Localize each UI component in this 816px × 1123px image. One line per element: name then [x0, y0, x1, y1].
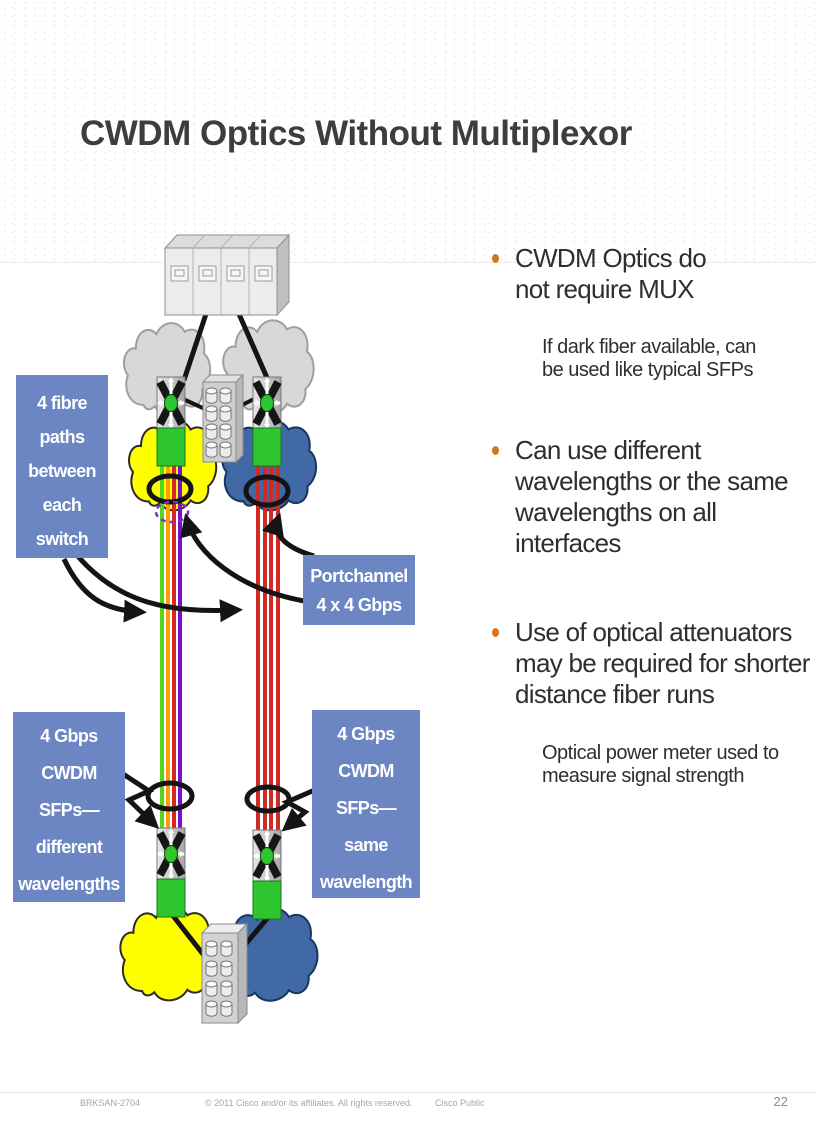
arrow-portchannel-to-right-ellipse: [262, 512, 315, 559]
bullet-subtext: If dark fiber available, can be used lik…: [542, 336, 756, 381]
ellipse-annotation-top-right: [243, 474, 291, 508]
bullet-text: CWDM Optics do not require MUX: [515, 243, 707, 304]
fiber-bundle-same-wavelength: [256, 462, 280, 834]
slide-title: CWDM Optics Without Multiplexor: [80, 114, 632, 153]
label-portchannel: Portchannel 4 x 4 Gbps: [303, 555, 415, 625]
arrow-fibre-paths-to-right-bundle: [74, 552, 243, 623]
switch-icon-bottom-left: [157, 828, 185, 917]
label-cwdm-sfps-same: 4 Gbps CWDM SFPs— same wavelength: [312, 710, 420, 898]
copyright-text: © 2011 Cisco and/or its affiliates. All …: [205, 1098, 413, 1108]
switch-icon-bottom-right: [253, 830, 281, 919]
bullet-item: Can use different wavelengths or the sam…: [492, 435, 816, 559]
ellipse-annotation-bottom-left: [145, 780, 195, 812]
classification-text: Cisco Public: [435, 1098, 485, 1108]
ellipse-annotation-bottom-right: [244, 784, 292, 814]
bullet-item: CWDM Optics do not require MUX: [492, 243, 816, 305]
bullet-text: Use of optical attenuators may be requir…: [515, 617, 810, 709]
arrow-sfp-same-to-switch: [281, 786, 318, 832]
bullet-icon: [492, 628, 499, 637]
slide-footer: BRKSAN-2704 © 2011 Cisco and/or its affi…: [0, 1092, 816, 1123]
header-texture: [0, 0, 816, 263]
arrow-portchannel-to-left-ellipse: [180, 513, 305, 604]
ellipse-annotation-top-left: [146, 473, 194, 505]
label-cwdm-sfps-different: 4 Gbps CWDM SFPs— different wavelengths: [13, 712, 125, 902]
array-to-switch-links: [181, 312, 271, 382]
switch-icon-top-left: [157, 377, 185, 466]
bullet-icon: [492, 254, 499, 263]
session-id: BRKSAN-2704: [80, 1098, 141, 1108]
label-fibre-paths: 4 fibre paths between each switch: [16, 375, 108, 558]
page-number: 22: [773, 1094, 788, 1109]
bullet-subtext: Optical power meter used to measure sign…: [542, 742, 779, 787]
arrow-fibre-paths-to-left-bundle: [61, 557, 147, 623]
disk-shelf-icon: [201, 373, 245, 464]
bullet-list: CWDM Optics do not require MUX If dark f…: [492, 243, 816, 788]
fiber-bundle-different-wavelengths: [160, 462, 182, 832]
switch-icon-top-right: [253, 377, 281, 466]
storage-array-icon: [163, 233, 291, 317]
arrow-sfp-different-to-switch: [115, 767, 160, 829]
bullet-text: Can use different wavelengths or the sam…: [515, 435, 789, 558]
storage-tower-icon: [200, 922, 249, 1025]
bullet-item: Use of optical attenuators may be requir…: [492, 617, 816, 710]
ellipse-annotation-dashed: [154, 500, 190, 524]
bullet-icon: [492, 446, 499, 455]
